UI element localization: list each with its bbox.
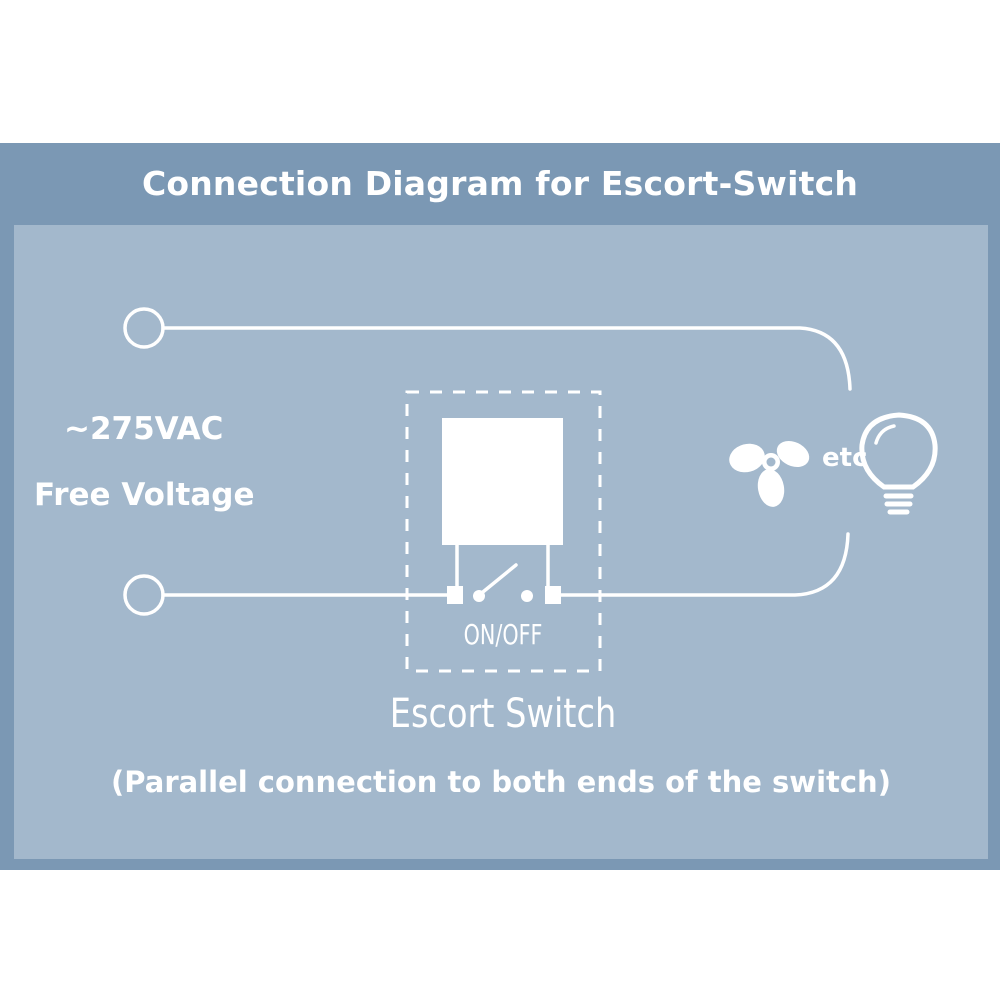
top-wire (161, 326, 852, 391)
load-etc-label: etc (822, 443, 868, 473)
diagram-title: Connection Diagram for Escort-Switch (141, 164, 859, 203)
bottom-terminal (123, 574, 165, 616)
diagram-frame: Connection Diagram for Escort-Switch (0, 143, 1000, 870)
switch-pivot-left (473, 590, 485, 602)
diagram-panel: ~275VAC Free Voltage ON/OFF Escort Switc… (14, 225, 988, 859)
escort-switch-boundary (405, 390, 602, 673)
free-voltage-label: Free Voltage (34, 477, 255, 513)
light-bulb-icon (859, 412, 938, 515)
switch-contact-left (447, 586, 463, 604)
connection-note: (Parallel connection to both ends of the… (111, 765, 891, 799)
device-label: Escort Switch (389, 691, 617, 737)
switch-lever (476, 563, 518, 598)
escort-switch-module (442, 418, 563, 545)
switch-contact-right (545, 586, 561, 604)
switch-pivot-right (521, 590, 533, 602)
bottom-wire-right (552, 532, 850, 597)
switch-state-label: ON/OFF (463, 618, 543, 651)
top-terminal (123, 307, 165, 349)
voltage-label: ~275VAC (64, 411, 224, 447)
fan-icon (729, 440, 810, 507)
wiring-diagram (123, 307, 938, 673)
